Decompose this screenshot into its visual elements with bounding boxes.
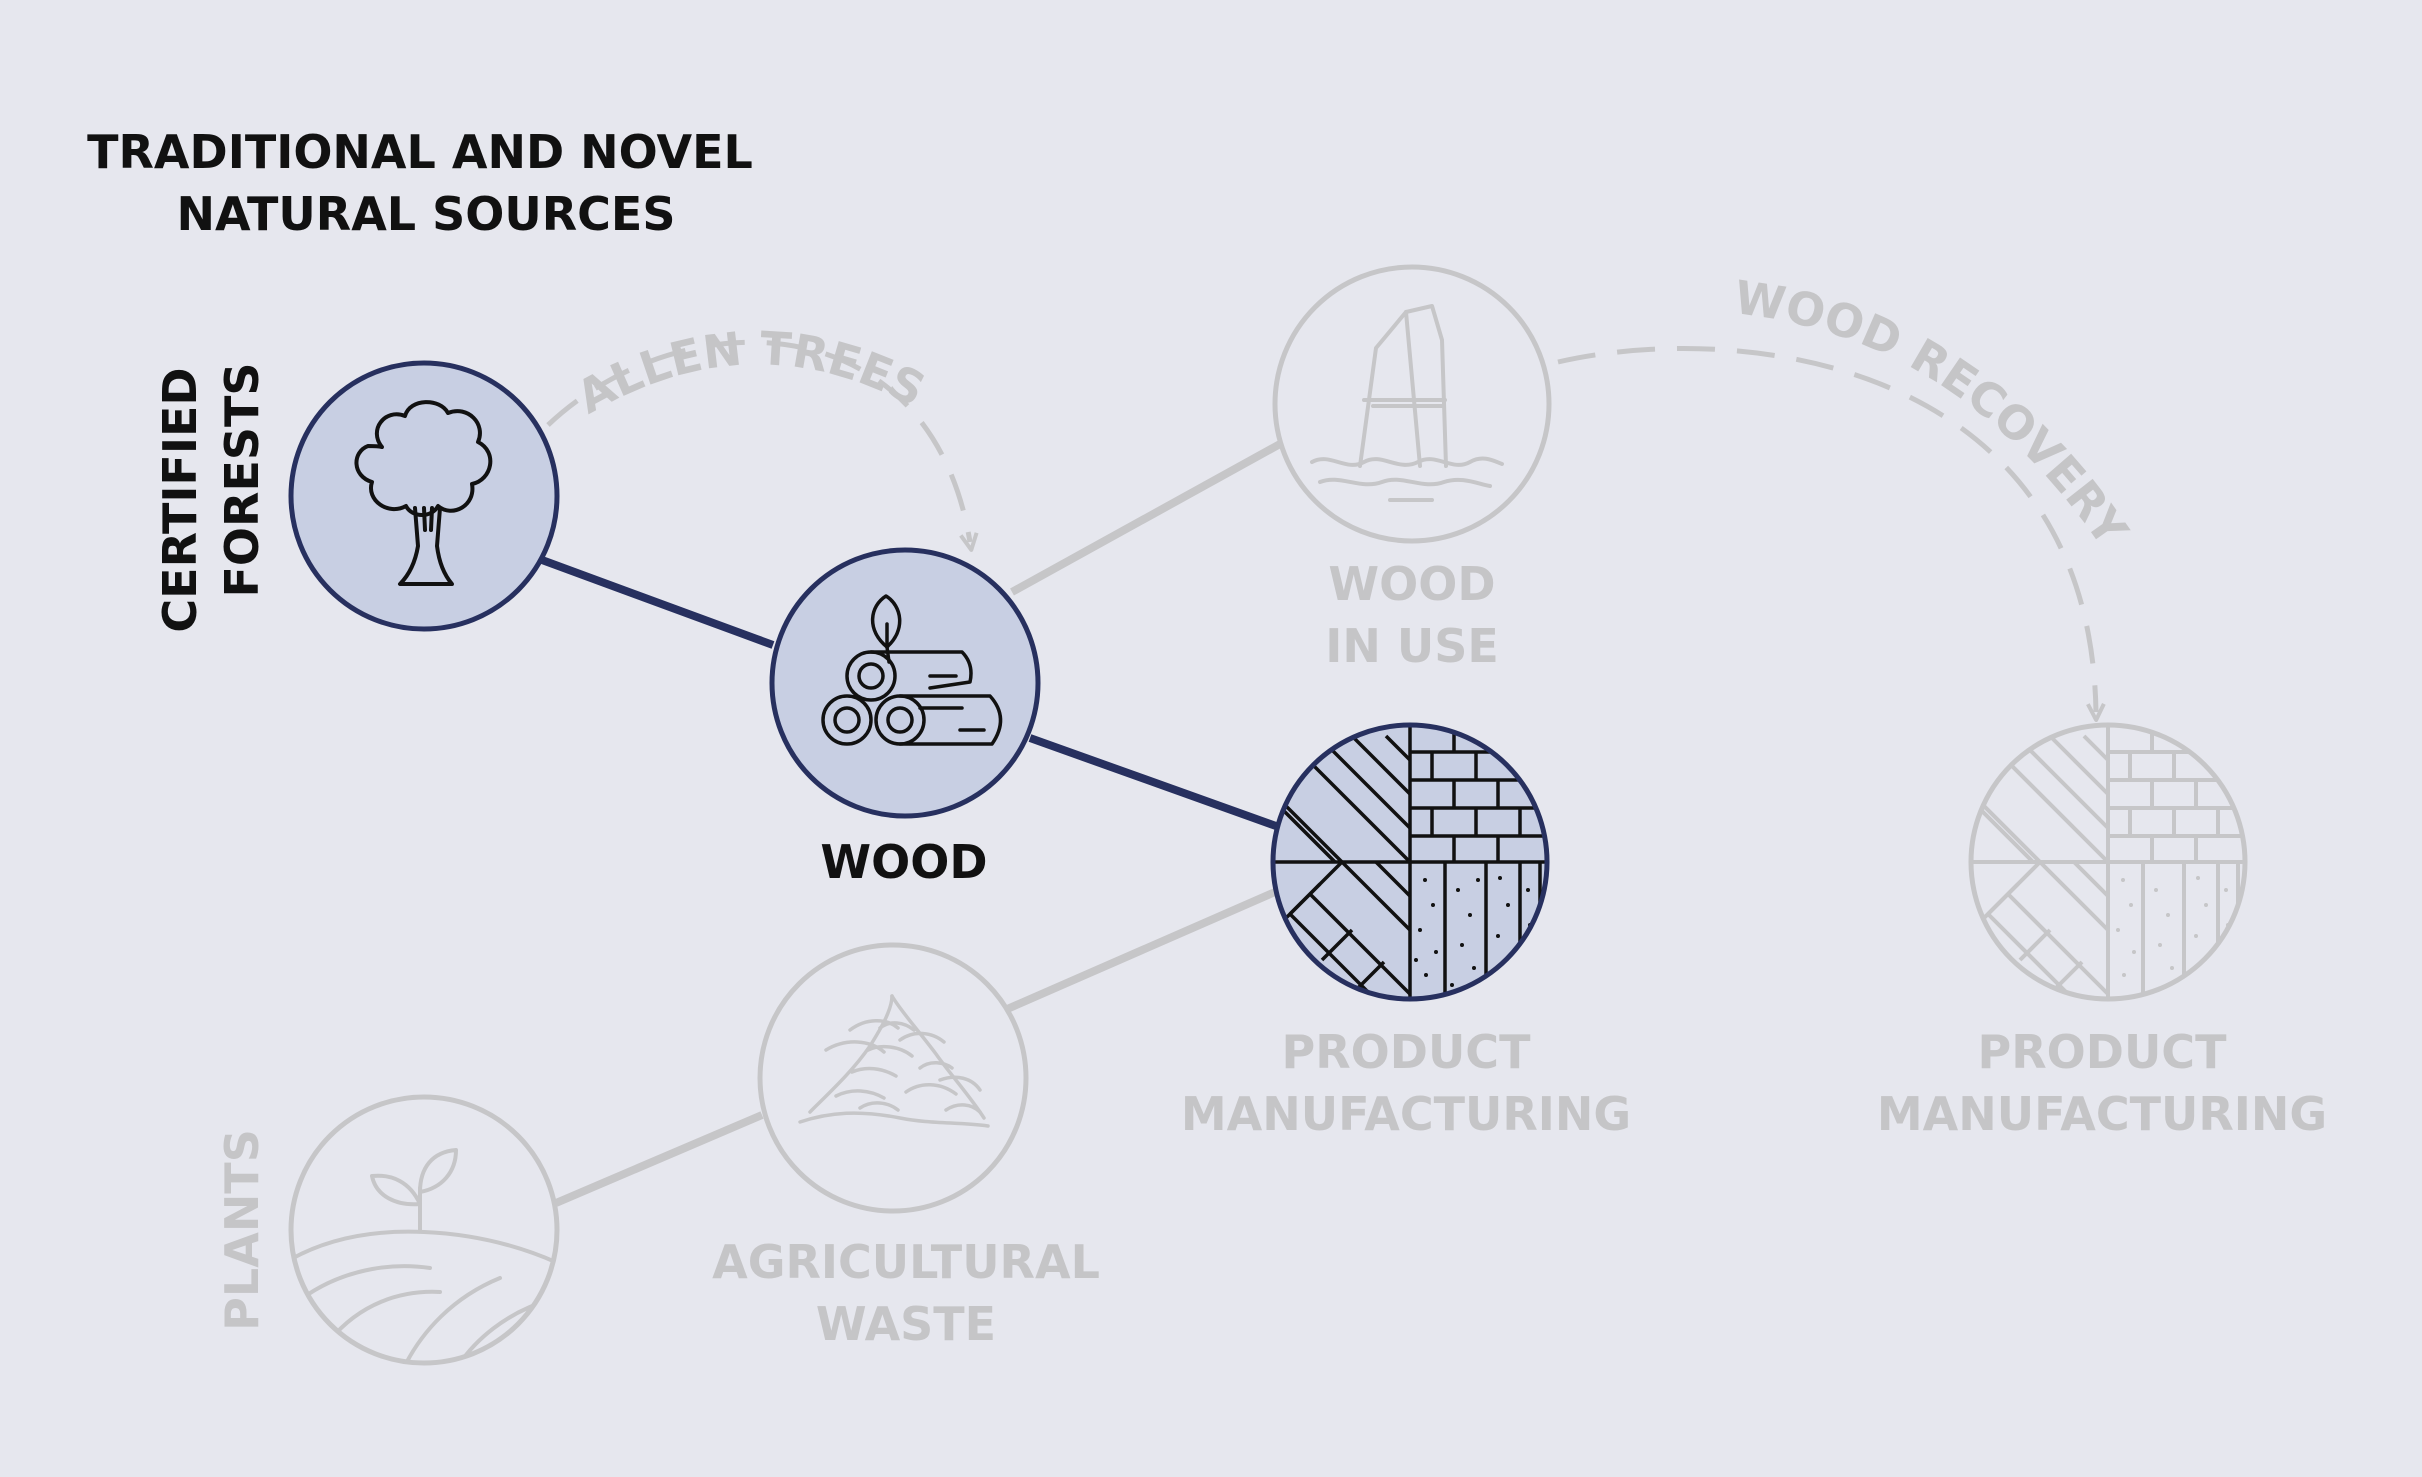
plants-label: PLANTS <box>215 1129 269 1331</box>
product-manufacturing-2-label-line2: MANUFACTURING <box>1877 1087 2327 1141</box>
crop-pile-icon <box>798 994 990 1128</box>
node-plants: PLANTS <box>215 1094 560 1366</box>
sprout-icon <box>291 1148 557 1363</box>
wood-label: WOOD <box>820 835 987 889</box>
wood-recovery-arrow <box>1557 345 2106 722</box>
node-product-manufacturing-2: PRODUCT MANUFACTURING <box>1877 722 2327 1141</box>
product-manufacturing-label-line1: PRODUCT <box>1282 1025 1532 1079</box>
diagram-title-line2: NATURAL SOURCES <box>177 187 676 241</box>
node-wood: WOOD <box>769 547 1041 889</box>
certified-forests-label-line1: CERTIFIED <box>153 367 207 632</box>
link-wood-product <box>1028 734 1278 830</box>
product-manufacturing-label-line2: MANUFACTURING <box>1181 1087 1631 1141</box>
node-certified-forests: CERTIFIED FORESTS <box>153 360 560 633</box>
agricultural-waste-label-line2: WASTE <box>816 1297 996 1351</box>
fallen-trees-arrow <box>546 339 979 552</box>
node-agricultural-waste: AGRICULTURAL WASTE <box>712 942 1100 1351</box>
link-forests-wood <box>540 556 775 649</box>
agricultural-waste-label-line1: AGRICULTURAL <box>712 1235 1100 1289</box>
wood-in-use-label-line1: WOOD <box>1328 557 1495 611</box>
link-agri-product <box>1003 888 1277 1014</box>
tree-icon <box>354 400 493 586</box>
connectors <box>540 440 1282 1207</box>
product-manufacturing-2-label-line1: PRODUCT <box>1978 1025 2228 1079</box>
diagram-title-line1: TRADITIONAL AND NOVEL <box>87 125 753 179</box>
wood-panels-icon <box>1310 304 1504 502</box>
logs-icon <box>821 594 1003 746</box>
node-wood-in-use: WOOD IN USE <box>1272 264 1552 673</box>
node-product-manufacturing: PRODUCT MANUFACTURING <box>1181 722 1631 1141</box>
link-wood-inuse <box>1010 440 1282 596</box>
link-plants-agri <box>554 1111 764 1207</box>
wood-in-use-label-line2: IN USE <box>1325 619 1499 673</box>
certified-forests-label-line2: FORESTS <box>215 362 269 597</box>
